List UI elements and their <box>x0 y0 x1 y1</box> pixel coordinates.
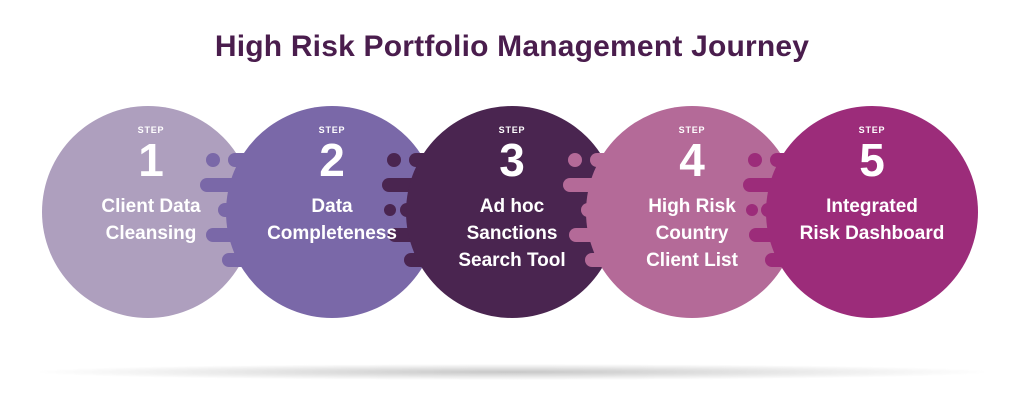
step-5-number: 5 <box>859 134 885 186</box>
step-4-circle <box>586 106 798 318</box>
step-2-label: Data Completeness <box>267 196 397 244</box>
step-1-number: 1 <box>138 134 164 186</box>
step-4-kicker: STEP <box>678 125 706 135</box>
step-3-kicker: STEP <box>498 125 526 135</box>
step-2-number: 2 <box>319 134 345 186</box>
step-2-kicker: STEP <box>318 125 346 135</box>
step-3: STEP 3 Ad hoc Sanctions Search Tool <box>427 125 597 274</box>
step-2-circle <box>226 106 438 318</box>
step-1-label: Client Data Cleansing <box>101 196 201 244</box>
step-5-label: Integrated Risk Dashboard <box>799 196 945 244</box>
page-title: High Risk Portfolio Management Journey <box>214 30 810 63</box>
step-4-label: High Risk Country Client List <box>646 196 738 271</box>
step-5-circle <box>766 106 978 318</box>
step-4-number: 4 <box>679 134 705 186</box>
step-1: STEP 1 Client Data Cleansing <box>66 125 236 247</box>
step-5: STEP 5 Integrated Risk Dashboard <box>787 125 957 247</box>
step-3-circle <box>406 106 618 318</box>
step-2: STEP 2 Data Completeness <box>247 125 417 247</box>
step-4: STEP 4 High Risk Country Client List <box>607 125 777 274</box>
step-3-number: 3 <box>499 134 525 186</box>
step-3-label: Ad hoc Sanctions Search Tool <box>458 196 566 271</box>
step-1-circle <box>42 106 254 318</box>
step-1-kicker: STEP <box>137 125 165 135</box>
step-5-kicker: STEP <box>858 125 886 135</box>
ground-shadow <box>40 364 984 380</box>
